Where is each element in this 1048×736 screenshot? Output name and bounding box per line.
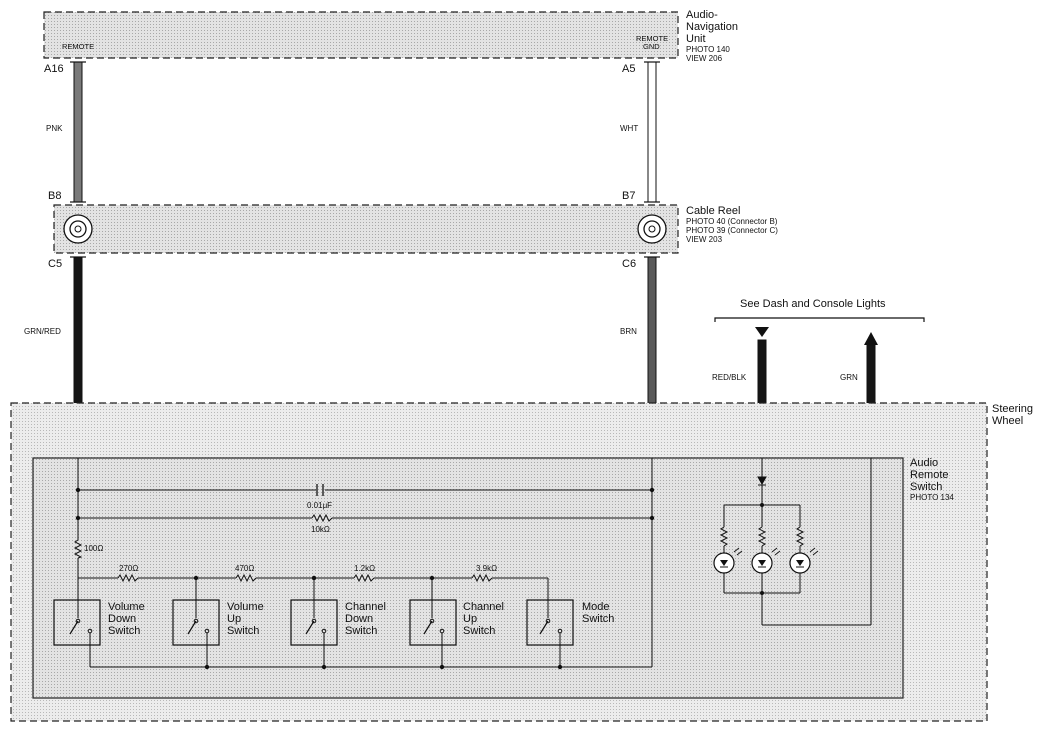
resistor-1-2k	[353, 573, 375, 583]
switch-channel-down-label-2: Down	[345, 613, 373, 625]
led-1	[713, 547, 743, 574]
dash-lights-reference: See Dash and Console Lights	[740, 298, 886, 310]
cable-reel-photo-c: PHOTO 39 (Connector C)	[686, 226, 778, 235]
switch-mode	[526, 599, 574, 646]
switch-volume-down-label-2: Down	[108, 613, 136, 625]
switch-mode-label-1: Mode	[582, 601, 610, 613]
resistor-470	[235, 573, 257, 583]
remote-gnd-pin-label-2: GND	[643, 42, 660, 51]
dash-lights-bracket	[714, 317, 925, 322]
cable-reel-view: VIEW 203	[686, 235, 723, 244]
cable-reel-photo-b: PHOTO 40 (Connector B)	[686, 217, 778, 226]
resistor-3-9k	[471, 573, 493, 583]
cable-reel-name: Cable Reel	[686, 205, 740, 217]
resistor-270	[117, 573, 139, 583]
wire-label-pnk: PNK	[46, 124, 63, 133]
audio-navigation-unit: REMOTE REMOTE GND Audio- Navigation Unit…	[43, 9, 738, 63]
switch-channel-up-label-3: Switch	[463, 625, 495, 637]
cable-reel-coil-right	[637, 214, 667, 244]
resistor-1-2k-label: 1.2kΩ	[354, 564, 375, 573]
resistor-10k	[311, 513, 333, 523]
wire-label-red-blk: RED/BLK	[712, 373, 747, 382]
switch-channel-up-label-1: Channel	[463, 601, 504, 613]
switch-channel-down-label-1: Channel	[345, 601, 386, 613]
switch-channel-down-label-3: Switch	[345, 625, 377, 637]
wire-label-wht: WHT	[620, 124, 638, 133]
cable-reel-coil-left	[63, 214, 93, 244]
cable-reel: Cable Reel PHOTO 40 (Connector B) PHOTO …	[53, 204, 778, 254]
audio-nav-name-2: Navigation	[686, 21, 738, 33]
audio-remote-switch-photo: PHOTO 134	[910, 493, 954, 502]
resistor-100	[73, 539, 83, 559]
switch-channel-up-label-2: Up	[463, 613, 477, 625]
capacitor	[316, 484, 324, 496]
switch-volume-down	[53, 599, 101, 646]
led-junctions	[760, 503, 764, 595]
resistor-470-label: 470Ω	[235, 564, 254, 573]
remote-gnd-pin-label-1: REMOTE	[636, 34, 668, 43]
wire-label-grn: GRN	[840, 373, 858, 382]
resistor-10k-label: 10kΩ	[311, 525, 330, 534]
junction-dots	[75, 487, 655, 670]
switch-volume-up-label-3: Switch	[227, 625, 259, 637]
switch-channel-down	[290, 599, 338, 646]
wire-pnk	[70, 61, 86, 203]
switch-channel-up	[409, 599, 457, 646]
steering-wheel-name-2: Wheel	[992, 415, 1023, 427]
audio-nav-name-3: Unit	[686, 33, 706, 45]
wire-label-grn-red: GRN/RED	[24, 327, 61, 336]
connector-c6: C6	[622, 258, 636, 270]
audio-remote-switch-name-1: Audio	[910, 457, 938, 469]
led-3	[789, 547, 819, 574]
wire-wht	[644, 61, 660, 203]
audio-nav-view: VIEW 206	[686, 54, 723, 63]
switch-volume-up-label-1: Volume	[227, 601, 264, 613]
switch-volume-down-label-3: Switch	[108, 625, 140, 637]
audio-remote-switch-name-3: Switch	[910, 481, 942, 493]
connector-b8: B8	[48, 190, 61, 202]
switch-volume-down-label-1: Volume	[108, 601, 145, 613]
switch-mode-label-2: Switch	[582, 613, 614, 625]
connector-b7: B7	[622, 190, 635, 202]
remote-pin-label: REMOTE	[62, 42, 94, 51]
audio-nav-name-1: Audio-	[686, 9, 718, 21]
capacitor-label: 0.01μF	[307, 501, 332, 510]
audio-nav-photo: PHOTO 140	[686, 45, 730, 54]
audio-remote-switch-name-2: Remote	[910, 469, 949, 481]
wire-label-brn: BRN	[620, 327, 637, 336]
resistor-3-9k-label: 3.9kΩ	[476, 564, 497, 573]
connector-a5: A5	[622, 63, 635, 75]
steering-wheel-name-1: Steering	[992, 403, 1033, 415]
resistor-100-label: 100Ω	[84, 544, 103, 553]
led-2	[751, 547, 781, 574]
switch-volume-up	[172, 599, 220, 646]
connector-a16: A16	[44, 63, 64, 75]
resistor-270-label: 270Ω	[119, 564, 138, 573]
switch-volume-up-label-2: Up	[227, 613, 241, 625]
connector-c5: C5	[48, 258, 62, 270]
